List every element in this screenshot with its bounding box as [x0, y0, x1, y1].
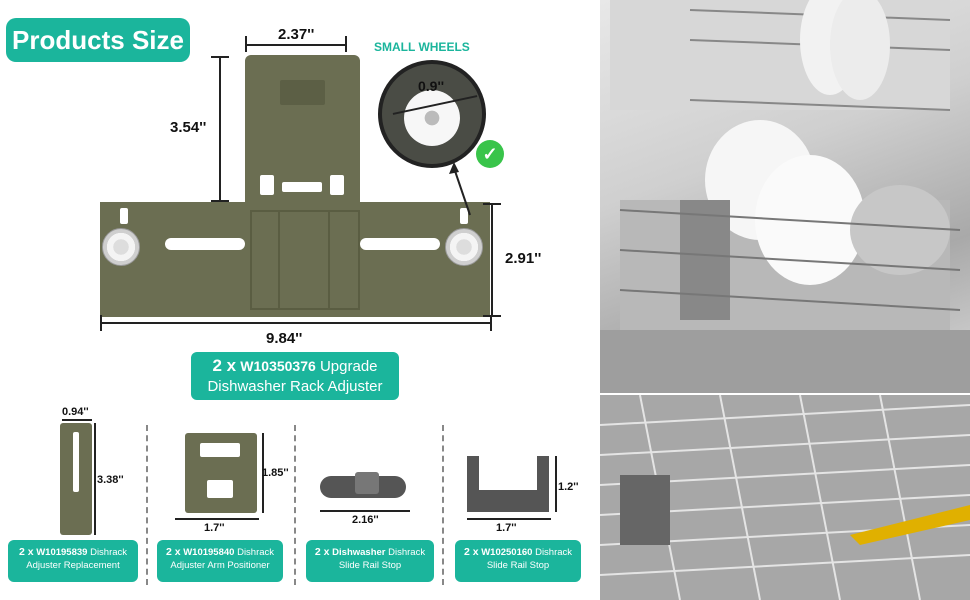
part1-dim-height: 3.38''	[97, 474, 124, 486]
part1-line1: Dishrack	[90, 547, 128, 558]
dishwasher-photo-top	[600, 0, 970, 393]
part4-illustration	[467, 490, 549, 512]
part3-dim-width: 2.16''	[352, 514, 379, 526]
part2-qty: 2 x	[165, 546, 181, 558]
small-wheels-label: SMALL WHEELS	[374, 40, 470, 54]
part2-badge: 2 x W10195840 Dishrack Adjuster Arm Posi…	[157, 540, 283, 582]
part4-dim-width: 1.7''	[496, 522, 517, 534]
part1-line2: Adjuster Replacement	[26, 560, 120, 571]
pointer-arrow-icon	[449, 162, 471, 216]
main-badge-model: W10350376	[240, 358, 316, 374]
dim-top-width: 2.37''	[278, 26, 315, 43]
part2-dim-width: 1.7''	[204, 522, 225, 534]
part4-line2: Slide Rail Stop	[486, 560, 550, 571]
part4-dim-height: 1.2''	[558, 481, 579, 493]
part4-model: W10250160	[481, 547, 533, 558]
part3-model: Dishwasher	[332, 547, 386, 558]
main-badge-line2: Dishwasher Rack Adjuster	[207, 378, 383, 395]
part4-qty: 2 x	[463, 546, 479, 558]
wheel-dim: 0.9''	[418, 78, 445, 94]
dim-bottom-width: 9.84''	[266, 330, 303, 347]
main-part-illustration	[100, 50, 500, 320]
main-badge-line1: Upgrade	[319, 358, 378, 375]
part2-line1: Dishrack	[237, 547, 275, 558]
part3-badge: 2 x Dishwasher Dishrack Slide Rail Stop	[306, 540, 434, 582]
part3-line2: Slide Rail Stop	[338, 560, 402, 571]
wheel-zoom-circle	[378, 60, 486, 168]
part2-line2: Adjuster Arm Positioner	[170, 560, 270, 571]
part1-dim-width: 0.94''	[62, 406, 89, 418]
part2-model: W10195840	[183, 547, 235, 558]
dim-right-height: 2.91''	[505, 250, 542, 267]
part3-qty: 2 x	[314, 546, 330, 558]
part1-badge: 2 x W10195839 Dishrack Adjuster Replacem…	[8, 540, 138, 582]
main-part-badge: 2 x W10350376 Upgrade Dishwasher Rack Ad…	[191, 352, 399, 400]
part2-dim-height: 1.85''	[262, 467, 289, 479]
part1-model: W10195839	[36, 547, 88, 558]
dishwasher-photo-bottom	[600, 395, 970, 600]
check-icon: ✓	[476, 140, 504, 168]
part3-line1: Dishrack	[388, 547, 426, 558]
part4-line1: Dishrack	[535, 547, 573, 558]
wheel-right	[445, 228, 483, 266]
dim-left-height: 3.54''	[170, 119, 207, 136]
page-title: Products Size	[6, 18, 190, 62]
part1-qty: 2 x	[18, 546, 34, 558]
wheel-left	[102, 228, 140, 266]
part4-badge: 2 x W10250160 Dishrack Slide Rail Stop	[455, 540, 581, 582]
main-badge-qty: 2 x	[212, 356, 237, 375]
